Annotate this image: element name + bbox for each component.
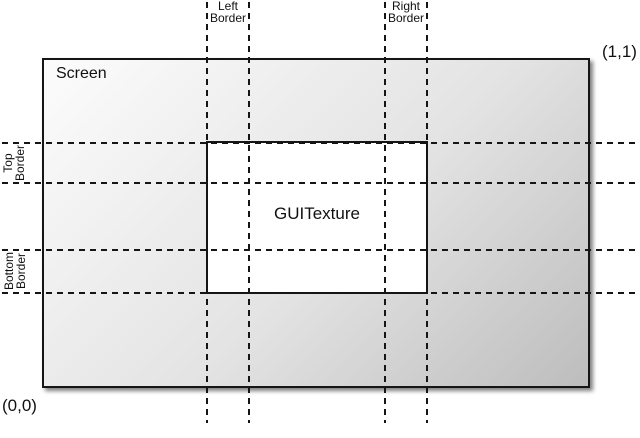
guide-line-left-border-outer: [206, 2, 208, 423]
coord-label-top-right: (1,1): [602, 42, 637, 61]
guide-line-bottom-border-outer: [2, 292, 638, 294]
bottom-border-label: Bottom Border: [2, 252, 28, 291]
left-border-label: Left Border: [209, 0, 247, 25]
guide-line-left-border-inner: [248, 2, 250, 423]
guide-line-bottom-border-inner: [2, 249, 638, 251]
guitexture-rect: [206, 141, 428, 294]
right-border-label: Right Border: [387, 0, 425, 25]
coord-label-origin: (0,0): [2, 396, 37, 415]
screen-label: Screen: [56, 65, 107, 82]
top-border-label: Top Border: [1, 144, 27, 182]
guide-line-top-border-inner: [2, 182, 638, 184]
guide-line-top-border-outer: [2, 142, 638, 144]
guitexture-label: GUITexture: [274, 203, 360, 223]
guide-line-right-border-outer: [426, 2, 428, 423]
guide-line-right-border-inner: [384, 2, 386, 423]
